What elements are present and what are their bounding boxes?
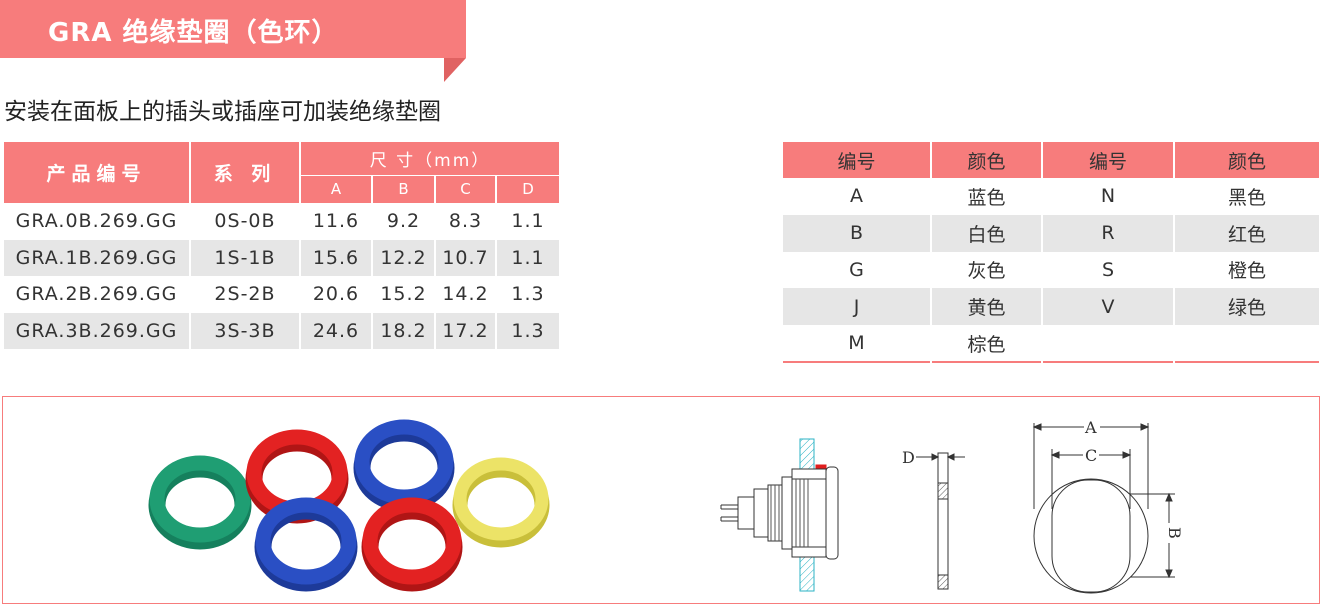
- picture-panel: D A C B: [2, 396, 1320, 604]
- washer-rings-photo: [148, 419, 550, 592]
- label-d: D: [902, 448, 915, 467]
- col-header-a: A: [300, 175, 373, 204]
- cell-color: 棕色: [931, 325, 1043, 362]
- product-drawing: D A C B: [148, 418, 1184, 594]
- cell-c: 10.7: [435, 239, 497, 277]
- washer-front-view: [1032, 423, 1175, 594]
- cell-series: 1S-1B: [190, 239, 301, 277]
- cell-color: 蓝色: [931, 178, 1043, 215]
- cell-color: 灰色: [931, 251, 1043, 289]
- cell-b: 12.2: [372, 239, 436, 277]
- table-row: A 蓝色 N 黑色: [783, 178, 1321, 215]
- cell-code: [1042, 325, 1175, 362]
- cell-code: N: [1042, 178, 1175, 215]
- col-header-dims: 尺 寸（mm）: [300, 142, 562, 176]
- cell-code: S: [1042, 251, 1175, 289]
- cell-series: 0S-0B: [190, 203, 301, 240]
- color-code-table: 编号 颜色 编号 颜色 A 蓝色 N 黑色 B 白色 R 红色 G 灰色 S 橙…: [783, 142, 1321, 363]
- col-header-b: B: [372, 175, 436, 204]
- label-c: C: [1085, 446, 1097, 465]
- cell-a: 11.6: [300, 203, 373, 240]
- cell-part: GRA.1B.269.GG: [4, 239, 191, 277]
- cell-c: 17.2: [435, 312, 497, 350]
- cell-d: 1.1: [496, 239, 562, 277]
- cell-code: R: [1042, 214, 1175, 252]
- ring-blue: [254, 497, 358, 592]
- table-row: GRA.1B.269.GG 1S-1B 15.6 12.2 10.7 1.1: [4, 239, 562, 277]
- cell-series: 2S-2B: [190, 276, 301, 313]
- cell-color: 红色: [1174, 214, 1321, 252]
- cell-color: 黄色: [931, 288, 1043, 326]
- page-title: GRA 绝缘垫圈（色环）: [48, 18, 339, 48]
- cell-part: GRA.0B.269.GG: [4, 203, 191, 240]
- col-header-code: 编号: [783, 142, 932, 178]
- ring-yellow: [452, 457, 550, 548]
- cell-part: GRA.3B.269.GG: [4, 312, 191, 350]
- table-row: GRA.3B.269.GG 3S-3B 24.6 18.2 17.2 1.3: [4, 312, 562, 350]
- cell-color: 橙色: [1174, 251, 1321, 289]
- cell-a: 20.6: [300, 276, 373, 313]
- cell-d: 1.3: [496, 276, 562, 313]
- col-header-series: 系 列: [190, 142, 301, 204]
- label-b: B: [1165, 527, 1184, 539]
- cell-code: V: [1042, 288, 1175, 326]
- cell-code: M: [783, 325, 932, 362]
- col-header-c: C: [435, 175, 497, 204]
- cell-c: 8.3: [435, 203, 497, 240]
- cell-c: 14.2: [435, 276, 497, 313]
- cell-color: 白色: [931, 214, 1043, 252]
- table-row: B 白色 R 红色: [783, 214, 1321, 252]
- cell-series: 3S-3B: [190, 312, 301, 350]
- table-row: J 黄色 V 绿色: [783, 288, 1321, 326]
- ring-red: [361, 497, 463, 592]
- ring-blue: [353, 419, 455, 512]
- cell-part: GRA.2B.269.GG: [4, 276, 191, 313]
- cell-a: 15.6: [300, 239, 373, 277]
- table-row: M 棕色: [783, 325, 1321, 362]
- cell-a: 24.6: [300, 312, 373, 350]
- cell-color: 黑色: [1174, 178, 1321, 215]
- col-header-d: D: [496, 175, 562, 204]
- ring-green: [148, 455, 252, 550]
- cell-d: 1.3: [496, 312, 562, 350]
- col-header-color: 颜色: [931, 142, 1043, 178]
- table-row: G 灰色 S 橙色: [783, 251, 1321, 289]
- title-banner: GRA 绝缘垫圈（色环）: [0, 0, 466, 58]
- col-header-part: 产品编号: [4, 142, 191, 204]
- table-row: GRA.0B.269.GG 0S-0B 11.6 9.2 8.3 1.1: [4, 203, 562, 240]
- washer-side-view: [916, 452, 965, 590]
- label-a: A: [1084, 418, 1097, 437]
- cell-d: 1.1: [496, 203, 562, 240]
- cell-code: J: [783, 288, 932, 326]
- page-subtitle: 安装在面板上的插头或插座可加装绝缘垫圈: [4, 99, 441, 125]
- cell-b: 18.2: [372, 312, 436, 350]
- table-row: GRA.2B.269.GG 2S-2B 20.6 15.2 14.2 1.3: [4, 276, 562, 313]
- col-header-code: 编号: [1042, 142, 1175, 178]
- cell-color: 绿色: [1174, 288, 1321, 326]
- cell-code: A: [783, 178, 932, 215]
- cell-code: B: [783, 214, 932, 252]
- cell-code: G: [783, 251, 932, 289]
- cell-b: 15.2: [372, 276, 436, 313]
- col-header-color: 颜色: [1174, 142, 1321, 178]
- cell-color: [1174, 325, 1321, 362]
- banner-fold: [444, 58, 466, 82]
- size-table: 产品编号 系 列 尺 寸（mm） A B C D GRA.0B.269.GG 0…: [4, 142, 562, 350]
- cell-b: 9.2: [372, 203, 436, 240]
- connector-mount-drawing: [720, 438, 839, 592]
